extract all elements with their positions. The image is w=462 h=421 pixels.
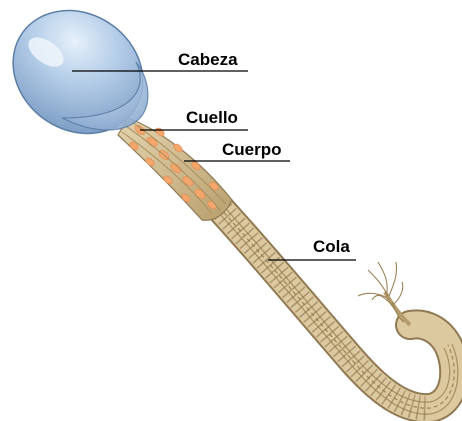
label-head: Cabeza [178,50,238,69]
tail-fill [205,192,454,408]
midpiece-part [118,118,232,220]
label-body: Cuerpo [222,140,282,159]
label-neck: Cuello [186,108,238,127]
tail-filament-6 [394,282,403,304]
label-tail: Cola [313,237,350,256]
tail-filament-5 [389,262,397,296]
tail-part [205,186,458,414]
